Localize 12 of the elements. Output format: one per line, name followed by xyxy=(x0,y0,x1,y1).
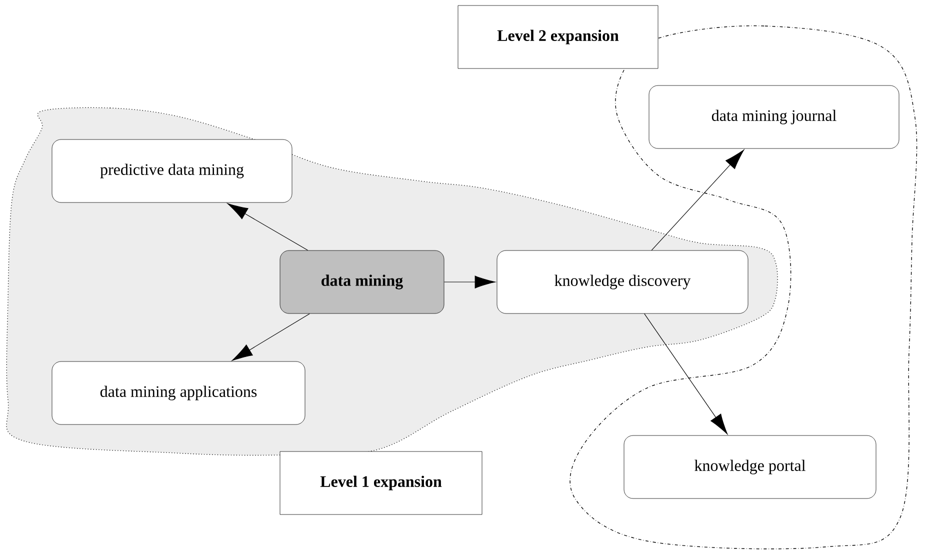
arrow xyxy=(644,313,728,434)
label-box: Level 1 expansion xyxy=(280,451,482,515)
rounded-box: predictive data mining xyxy=(52,139,292,203)
arrow xyxy=(227,203,308,251)
label-box: Level 2 expansion xyxy=(458,5,658,69)
arrow xyxy=(444,276,496,288)
arrow xyxy=(651,150,744,251)
highlighted-box: data mining xyxy=(280,250,444,314)
rounded-box: data mining journal xyxy=(648,85,900,149)
rounded-box: data mining applications xyxy=(52,361,306,425)
rounded-box: knowledge portal xyxy=(624,435,876,499)
arrow xyxy=(232,313,310,361)
